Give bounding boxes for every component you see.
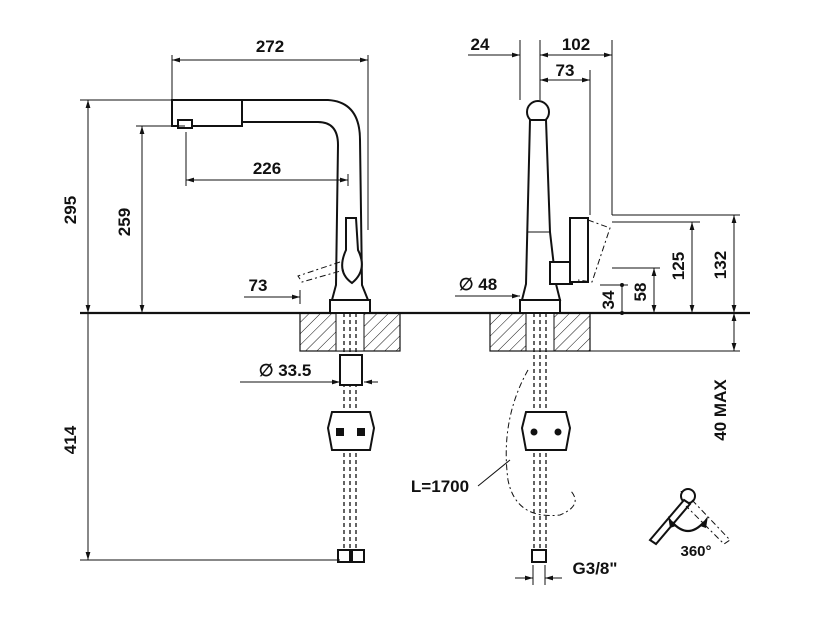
- front-handle: [341, 217, 363, 285]
- dim-side-h58: 58: [631, 283, 650, 302]
- side-base: [519, 299, 561, 314]
- front-faucet-body: [171, 99, 370, 301]
- pull-out-hose-path: [505, 369, 576, 517]
- rotation-label: 360°: [680, 543, 711, 560]
- dim-side-handle-depth: 73: [556, 61, 575, 80]
- rotation-arrow-icon: 360°: [648, 488, 731, 560]
- dim-side-offset: 24: [471, 35, 490, 54]
- side-faucet-body: [520, 119, 562, 301]
- dim-hose-length: L=1700: [411, 477, 469, 496]
- dim-front-spout-height: 259: [115, 208, 134, 236]
- dim-side-h132: 132: [711, 251, 730, 279]
- dim-side-h34: 34: [599, 290, 618, 309]
- side-hose-coupling: [520, 411, 572, 451]
- dim-side-h125: 125: [669, 252, 688, 280]
- dim-front-below-deck: 414: [61, 425, 80, 454]
- front-hose-coupling: [326, 411, 376, 451]
- dim-side-base-diameter: ∅ 48: [459, 275, 497, 294]
- dim-front-height: 295: [61, 196, 80, 224]
- dim-connector: G3/8": [573, 559, 618, 578]
- side-view: 24 102 73 ∅ 48 34 58 125 132 40 MAX L=17…: [411, 35, 740, 585]
- front-view: 272 295 259 226 73 ∅ 33.5 414: [61, 37, 750, 563]
- side-lever: [569, 217, 589, 283]
- front-base: [329, 299, 371, 314]
- dim-front-hole-diameter: ∅ 33.5: [259, 361, 312, 380]
- dim-front-reach: 226: [253, 159, 281, 178]
- dim-front-width: 272: [256, 37, 284, 56]
- dim-side-depth: 102: [562, 35, 590, 54]
- dim-side-deck-thickness: 40 MAX: [711, 379, 730, 441]
- dim-front-handle: 73: [249, 276, 268, 295]
- front-shank-nut: [339, 354, 363, 386]
